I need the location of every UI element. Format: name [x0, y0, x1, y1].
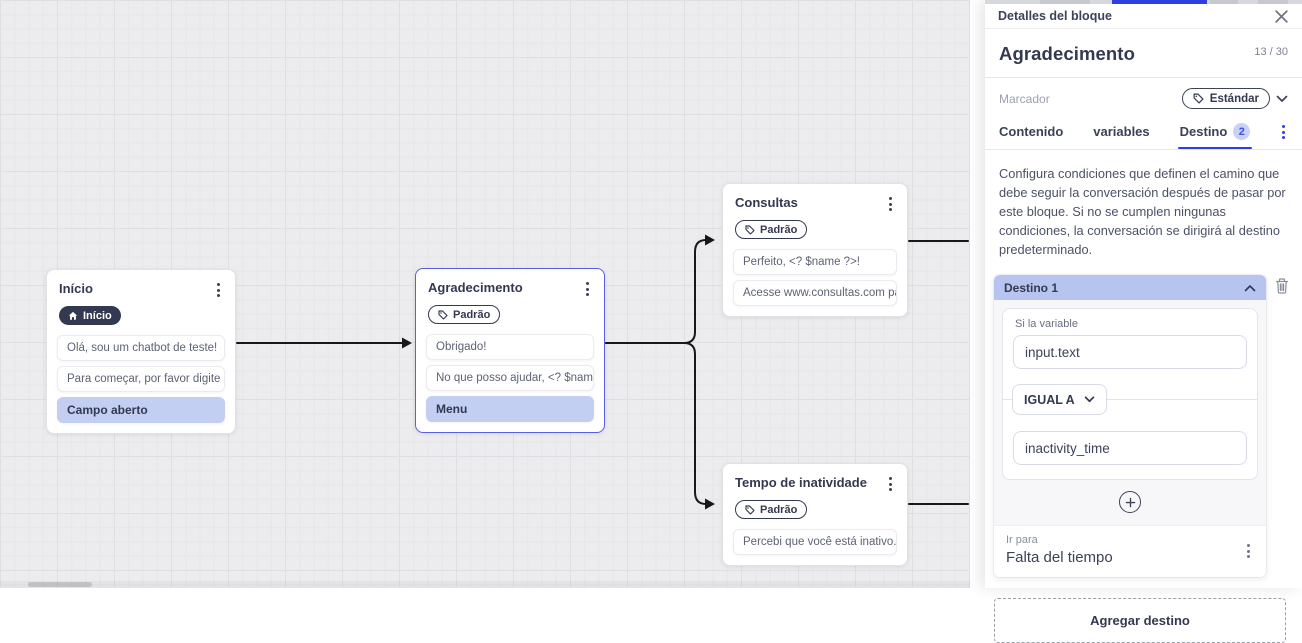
close-icon[interactable] [1274, 9, 1289, 24]
kebab-menu-icon[interactable] [1279, 123, 1288, 141]
node-message-item[interactable]: No que posso ajudar, <? $name ... [426, 364, 594, 391]
node-title: Consultas [735, 195, 798, 210]
kebab-menu-icon[interactable] [583, 280, 592, 298]
padrao-badge: Padrão [735, 500, 808, 519]
node-inicio[interactable]: Início Início Olá, sou um chatbot de tes… [46, 269, 236, 434]
chevron-down-icon [1084, 396, 1095, 403]
char-counter: 13 / 30 [1254, 46, 1288, 58]
destination-description: Configura condiciones que definen el cam… [999, 166, 1286, 257]
tag-icon [745, 504, 755, 515]
home-icon [68, 311, 78, 320]
trash-icon[interactable] [1274, 277, 1290, 295]
tag-icon [745, 224, 755, 235]
node-title: Início [59, 281, 93, 296]
panel-title: Detalles del bloque [998, 9, 1112, 23]
scroll-indicator [1112, 0, 1207, 4]
goto-section[interactable]: Ir para Falta del tiempo [994, 526, 1266, 577]
compare-value-input[interactable] [1013, 431, 1247, 465]
add-destination-button[interactable]: Agregar destino [994, 598, 1286, 643]
node-tempo-inatividade[interactable]: Tempo de inatividade Padrão Percebi que … [722, 463, 908, 566]
kebab-menu-icon[interactable] [886, 195, 895, 213]
marker-label: Marcador [999, 91, 1050, 106]
node-message-item[interactable]: Olá, sou um chatbot de teste! [57, 334, 225, 361]
marker-value-chip[interactable]: Estándar [1181, 88, 1270, 109]
tab-count-badge: 2 [1233, 123, 1251, 140]
kebab-menu-icon[interactable] [1244, 542, 1253, 560]
condition-card: Si la variable IGUAL A [1002, 308, 1258, 480]
node-title: Tempo de inatividade [735, 475, 867, 490]
tag-icon [1193, 93, 1204, 104]
operator-dropdown[interactable]: IGUAL A [1012, 384, 1107, 415]
tab-variables[interactable]: variables [1093, 124, 1150, 139]
inicio-badge: Início [59, 306, 121, 325]
divider [985, 77, 1302, 78]
node-agradecimento[interactable]: Agradecimento Padrão Obrigado! No que po… [415, 268, 605, 433]
arrowhead-icon [705, 498, 715, 510]
node-message-item[interactable]: Para começar, por favor digite o ... [57, 365, 225, 392]
node-consultas[interactable]: Consultas Padrão Perfeito, <? $name ?>! … [722, 183, 908, 317]
add-condition-button[interactable] [1119, 491, 1141, 513]
kebab-menu-icon[interactable] [886, 475, 895, 493]
goto-label: Ir para [1006, 534, 1038, 546]
chevron-down-icon[interactable] [1276, 95, 1288, 103]
node-message-item[interactable]: Perfeito, <? $name ?>! [733, 248, 897, 275]
block-name[interactable]: Agradecimento [999, 43, 1135, 64]
scrollbar-thumb[interactable] [28, 582, 92, 587]
kebab-menu-icon[interactable] [214, 281, 223, 299]
node-message-item[interactable]: Percebi que você está inativo. C... [733, 528, 897, 555]
node-open-field-item[interactable]: Campo aberto [57, 396, 225, 423]
divider [1002, 399, 1258, 400]
tab-contenido[interactable]: Contenido [999, 124, 1064, 139]
flow-canvas[interactable]: Início Início Olá, sou um chatbot de tes… [0, 0, 970, 588]
canvas-horizontal-scrollbar[interactable] [0, 581, 970, 588]
chevron-up-icon[interactable] [1244, 284, 1256, 292]
arrowhead-icon [402, 337, 412, 349]
node-message-item[interactable]: Obrigado! [426, 333, 594, 360]
node-message-item[interactable]: Acesse www.consultas.com par... [733, 279, 897, 306]
destination-card-header[interactable]: Destino 1 [994, 275, 1266, 300]
active-tab-indicator [1177, 146, 1253, 149]
condition-label: Si la variable [1015, 318, 1078, 330]
destination-title: Destino 1 [1004, 280, 1059, 295]
node-menu-item[interactable]: Menu [426, 395, 594, 422]
tag-icon [438, 309, 448, 320]
edge-agradecimento-consultas [605, 239, 707, 344]
destination-card: Destino 1 Si la variable IGUAL A [994, 275, 1266, 577]
goto-value: Falta del tiempo [1006, 549, 1113, 566]
panel-top-scroll-strip [985, 0, 1302, 4]
variable-input[interactable] [1013, 335, 1247, 369]
node-title: Agradecimento [428, 280, 523, 295]
plus-icon [1125, 497, 1135, 507]
edge-agradecimento-tempo [605, 342, 707, 505]
padrao-badge: Padrão [428, 305, 501, 324]
arrowhead-icon [705, 234, 715, 246]
padrao-badge: Padrão [735, 220, 808, 239]
tab-destino[interactable]: Destino 2 [1177, 123, 1253, 149]
block-details-panel: Detalles del bloque Agradecimento 13 / 3… [985, 0, 1302, 643]
